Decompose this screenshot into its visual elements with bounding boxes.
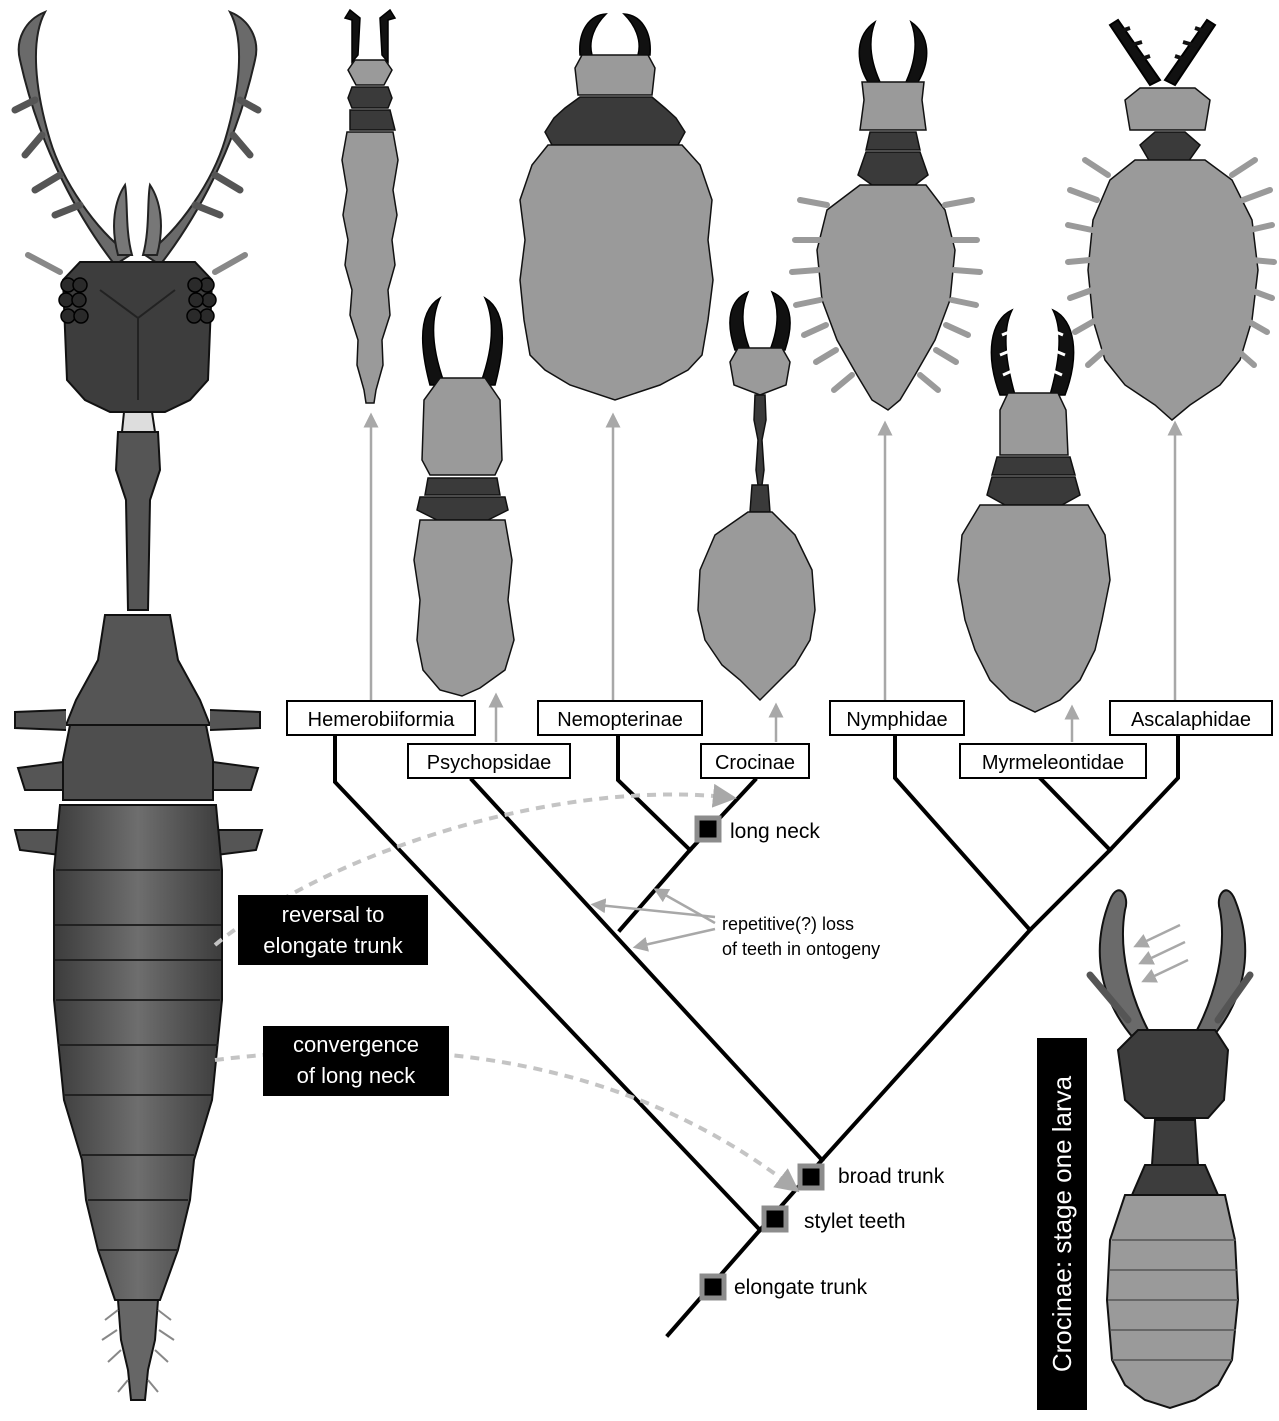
psychopsidae-larva — [414, 298, 514, 696]
taxon-labels: Hemerobiiformia Psychopsidae Nemopterina… — [287, 701, 1272, 778]
taxon-label-myrmeleontidae: Myrmeleontidae — [982, 752, 1124, 774]
marker-elongate-trunk — [702, 1276, 724, 1298]
dashed-convergence-arrows — [215, 794, 790, 1185]
taxon-label-hemerobiiformia: Hemerobiiformia — [308, 709, 456, 731]
taxon-label-psychopsidae: Psychopsidae — [427, 752, 552, 774]
marker-broad-trunk — [800, 1166, 822, 1188]
black-callouts: reversal to elongate trunk convergence o… — [238, 895, 449, 1096]
char-label-stylet-teeth: stylet teeth — [804, 1210, 906, 1233]
character-markers: long neck broad trunk stylet teeth elong… — [697, 818, 945, 1299]
taxon-label-crocinae: Crocinae — [715, 752, 795, 774]
taxon-label-nemopterinae: Nemopterinae — [557, 709, 683, 731]
nymphidae-larva — [792, 22, 980, 410]
large-larva-illustration — [15, 12, 262, 1400]
nemopterinae-larva — [520, 14, 713, 400]
convergence-label-line1: convergence — [293, 1032, 419, 1057]
convergence-label-line2: of long neck — [297, 1063, 417, 1088]
stage-one-label: Crocinae: stage one larva — [1037, 1038, 1087, 1410]
marker-stylet-teeth — [764, 1208, 786, 1230]
crocinae-larva — [698, 292, 815, 700]
reversal-label-line2: elongate trunk — [263, 933, 403, 958]
char-label-broad-trunk: broad trunk — [838, 1165, 945, 1188]
branch-nemopterinae — [618, 735, 690, 850]
taxon-label-ascalaphidae: Ascalaphidae — [1131, 709, 1251, 731]
myrmeleontidae-larva — [958, 310, 1110, 712]
teeth-loss-label-line1: repetitive(?) loss — [722, 914, 854, 934]
ascalaphidae-larva — [1068, 20, 1274, 420]
char-label-long-neck: long neck — [730, 820, 820, 843]
branch-myrmeleontidae — [1040, 778, 1110, 850]
teeth-loss-label-line2: of teeth in ontogeny — [722, 939, 880, 959]
branch-hemerobiiformia — [335, 735, 760, 1230]
char-label-elongate-trunk: elongate trunk — [734, 1276, 868, 1299]
marker-long-neck — [697, 818, 719, 840]
reversal-label-line1: reversal to — [282, 902, 385, 927]
larva-long-neck — [116, 432, 160, 610]
stage-one-larva-label: Crocinae: stage one larva — [1047, 1075, 1077, 1372]
stage-one-larva-illustration — [1090, 890, 1250, 1408]
larva-abdomen — [54, 805, 222, 1300]
teeth-loss-annotation: repetitive(?) loss of teeth in ontogeny — [598, 892, 880, 959]
taxon-label-nymphidae: Nymphidae — [846, 709, 947, 731]
branch-nemopteridae — [620, 850, 690, 930]
hemerobiiformia-larva — [342, 10, 398, 403]
